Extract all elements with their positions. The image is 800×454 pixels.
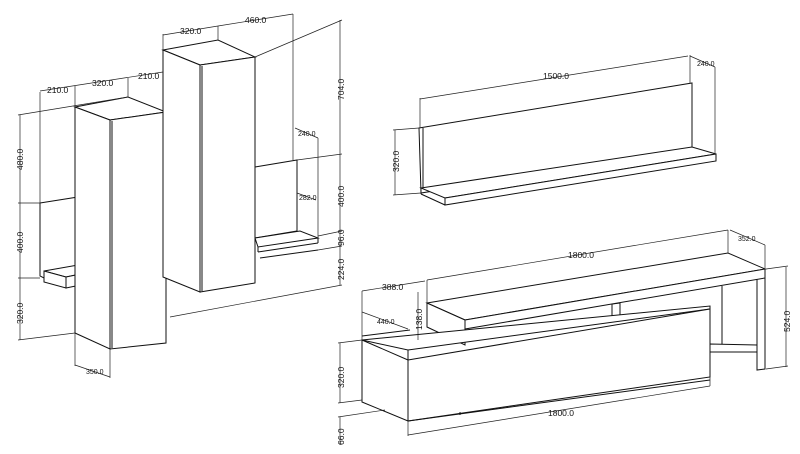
cabinet-depth-dimension: 350.0 [74, 333, 111, 378]
dim-1800-top: 1800.0 [568, 250, 594, 260]
dim-320-tv: 320.0 [336, 366, 346, 388]
dim-400-left: 400.0 [15, 231, 25, 253]
left-height-dimensions: 480.0 400.0 320.0 [15, 96, 129, 341]
dim-460: 460.0 [245, 15, 267, 25]
dim-138: 138.0 [414, 308, 424, 330]
dim-240-niche: 240.0 [298, 131, 316, 138]
dim-210-b: 210.0 [138, 71, 160, 81]
dim-320-a: 320.0 [92, 78, 114, 88]
dim-96: 96.0 [336, 229, 346, 246]
right-tall-cabinet [161, 39, 257, 293]
wall-unit-assembly: 480.0 400.0 320.0 210.0 320.0 210.0 320.… [15, 13, 346, 378]
tv-unit: 1800.0 352.0 388.0 440.0 138.0 320.0 66.… [336, 229, 792, 445]
dim-224: 224.0 [336, 258, 346, 280]
dim-282: 282.0 [299, 195, 317, 202]
dim-1800-bottom: 1800.0 [548, 408, 574, 418]
dim-320-b: 320.0 [180, 26, 202, 36]
right-height-dimensions: 704.0 400.0 96.0 224.0 [169, 19, 346, 318]
left-tall-cabinet [73, 96, 168, 350]
dim-210-a: 210.0 [47, 85, 69, 95]
dim-320-shelf: 320.0 [391, 150, 401, 172]
niche-depth-dimensions: 240.0 282.0 [294, 127, 319, 238]
dim-480: 480.0 [15, 148, 25, 170]
dim-440: 440.0 [377, 319, 395, 326]
dim-352: 352.0 [738, 236, 756, 243]
top-width-dimensions: 210.0 320.0 210.0 320.0 460.0 [39, 13, 294, 203]
dim-240-shelf: 240.0 [697, 61, 715, 68]
dim-388: 388.0 [382, 282, 404, 292]
wall-shelf: 1500.0 240.0 320.0 [391, 55, 717, 206]
dim-524: 524.0 [782, 310, 792, 332]
right-niche-shelf [254, 159, 320, 259]
dim-66: 66.0 [336, 428, 346, 445]
dim-320-left: 320.0 [15, 302, 25, 324]
dim-400-right: 400.0 [336, 185, 346, 207]
dim-1500: 1500.0 [543, 71, 569, 81]
dim-704: 704.0 [336, 78, 346, 100]
dim-350: 350.0 [86, 369, 104, 376]
